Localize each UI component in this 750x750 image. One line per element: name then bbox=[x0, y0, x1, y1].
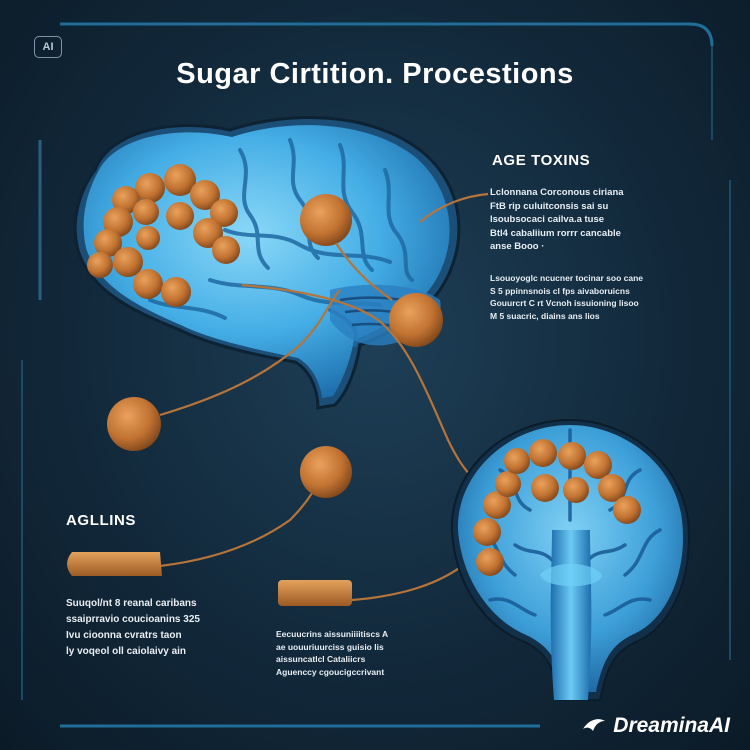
floating-particle bbox=[300, 446, 352, 498]
text-line: Gouurcrt C rt Vcnoh issuioning lisoo bbox=[490, 298, 639, 308]
text-line: ssaiprravio coucioanins 325 bbox=[66, 614, 200, 625]
age-particle-cluster bbox=[87, 164, 240, 307]
text-line: M 5 suacric, diains ans lios bbox=[490, 310, 600, 321]
text-line: FtB rip culuitconsis sai su bbox=[490, 200, 609, 212]
bottom-note: Eecuucrins aissuniiiitiscs A ae uouuriuu… bbox=[276, 628, 388, 678]
watermark-text: DreaminaAI bbox=[613, 714, 730, 737]
side-brain bbox=[73, 115, 461, 410]
age-particle-arc bbox=[473, 439, 641, 576]
age-particle bbox=[389, 293, 443, 347]
text-line: S 5 ppinnsnois cl fps aivaboruicns bbox=[490, 285, 630, 296]
aglins-description: Suuqol/nt 8 reanal caribans ssaiprravio … bbox=[66, 596, 200, 660]
text-line: Aguenccy cgoucigccrivant bbox=[276, 666, 385, 677]
watermark: DreaminaAI bbox=[581, 714, 730, 738]
aglins-heading: AGLLINS bbox=[66, 512, 137, 529]
age-particle bbox=[300, 194, 352, 246]
text-line: ae uouuriuurciss guisio lis bbox=[276, 641, 384, 652]
age-toxins-description: Lclonnana Corconous ciriana FtB rip culu… bbox=[490, 186, 624, 254]
dreamina-logo-icon bbox=[583, 719, 606, 731]
ai-badge: AI bbox=[34, 36, 62, 58]
frontal-brain bbox=[450, 418, 690, 701]
text-line: lsoubsocaci cailva.a tuse bbox=[490, 214, 605, 225]
page-title: Sugar Cirtition. Procestions bbox=[176, 58, 574, 90]
text-line: Btl4 cabaliium rorrr cancable bbox=[490, 227, 621, 239]
aglin-rod bbox=[278, 580, 352, 606]
text-line: aissuncatlcl Cataliicrs bbox=[276, 654, 366, 664]
text-line: Suuqol/nt 8 reanal caribans bbox=[66, 598, 197, 609]
age-toxins-heading: AGE TOXINS bbox=[492, 152, 591, 169]
text-line: anse Booo · bbox=[490, 241, 545, 252]
age-toxins-details: Lsouoyoglc ncucner tocinar soo cane S 5 … bbox=[490, 272, 643, 322]
text-line: Lsouoyoglc ncucner tocinar soo cane bbox=[490, 273, 644, 283]
text-line: ly voqeol oll caiolaivy ain bbox=[66, 646, 187, 657]
text-line: Ivu cioonna cvratrs taon bbox=[66, 630, 182, 641]
text-line: Lclonnana Corconous ciriana bbox=[490, 187, 624, 198]
aglin-rod bbox=[67, 552, 162, 576]
text-line: Eecuucrins aissuniiiitiscs A bbox=[276, 629, 389, 639]
floating-particle bbox=[107, 397, 161, 451]
